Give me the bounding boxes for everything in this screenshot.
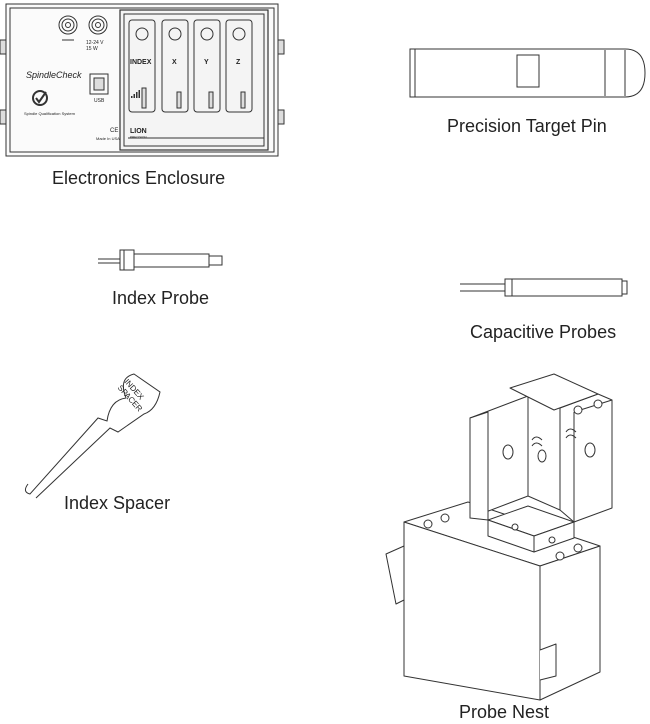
channel-label-index: INDEX	[130, 59, 152, 66]
label-capacitive-probes: Capacitive Probes	[470, 322, 617, 342]
channel-label-z: Z	[236, 59, 241, 66]
made-in-label: Made In USA	[96, 136, 120, 141]
power-connector-icon	[58, 15, 78, 35]
ce-mark: CE	[110, 128, 118, 134]
label-index-probe: Index Probe	[112, 288, 210, 308]
signal-strength-icon	[131, 90, 140, 98]
label-electronics-enclosure: Electronics Enclosure	[52, 168, 226, 188]
channel-label-y: Y	[204, 59, 209, 66]
label-index-spacer: Index Spacer	[64, 493, 171, 513]
y-channel	[193, 19, 221, 113]
channel-label-x: X	[172, 59, 177, 66]
index-channel	[128, 19, 156, 113]
electronics-enclosure	[0, 3, 285, 157]
spindlecheck-logo-icon	[32, 90, 48, 106]
z-channel	[225, 19, 253, 113]
index-probe	[98, 249, 223, 271]
brand-subtitle: Spindle Qualification System	[24, 111, 76, 116]
power-rating-2: 15 W	[86, 46, 98, 52]
precision-target-pin	[409, 48, 646, 98]
lion-logo: LION	[130, 128, 147, 135]
power-rating-1: 12-24 V	[86, 40, 104, 46]
brand-name: SpindleCheck	[26, 70, 82, 80]
lion-logo-sub: PRECISION	[130, 135, 147, 139]
probe-nest	[385, 373, 613, 701]
index-spacer	[24, 373, 161, 499]
usb-port-icon	[89, 73, 109, 95]
label-precision-target-pin: Precision Target Pin	[447, 116, 607, 136]
usb-label: USB	[94, 98, 105, 104]
x-channel	[161, 19, 189, 113]
signal-connector-icon	[88, 15, 108, 35]
label-probe-nest: Probe Nest	[459, 702, 550, 722]
capacitive-probe	[460, 278, 628, 297]
